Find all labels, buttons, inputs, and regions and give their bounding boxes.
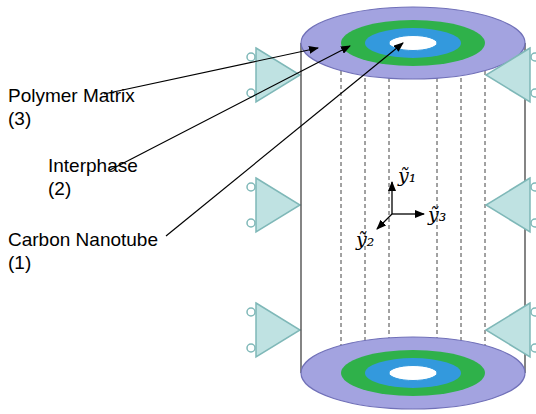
part-label: Carbon Nanotube (1) xyxy=(8,228,180,274)
axis-label: ỹ₃ xyxy=(428,203,446,225)
leader-line xyxy=(104,43,403,236)
part-label: Interphase (2) xyxy=(48,154,158,200)
axis-label: ỹ₂ xyxy=(356,228,374,250)
part-label: Polymer Matrix (3) xyxy=(8,84,158,130)
roller-support xyxy=(247,48,300,357)
roller-support xyxy=(486,48,536,357)
coordinate-axes xyxy=(377,182,424,229)
axis-label: ỹ₁ xyxy=(398,164,416,186)
top-face xyxy=(301,7,525,79)
bottom-face xyxy=(301,337,525,409)
